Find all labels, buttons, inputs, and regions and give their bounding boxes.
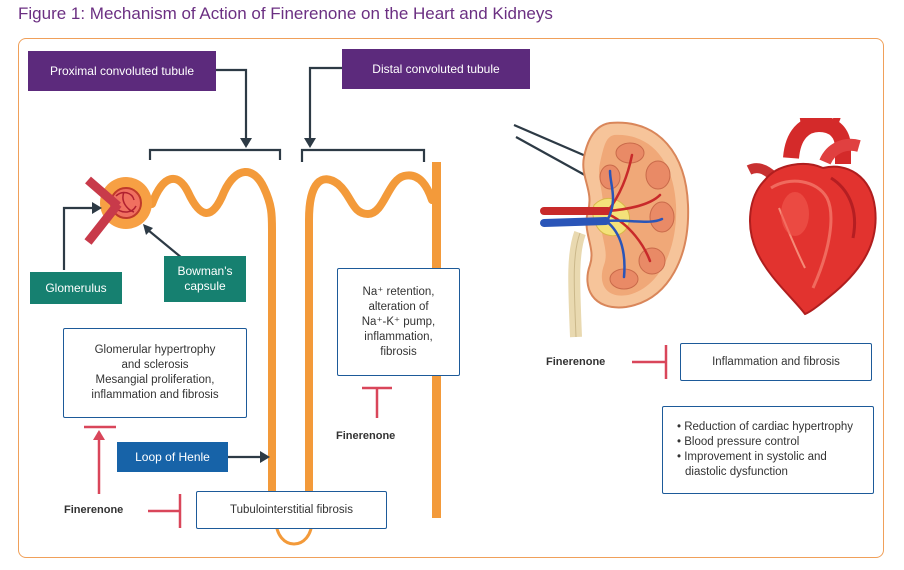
distal-tubule-label: Distal convoluted tubule <box>342 49 530 89</box>
bowman-capsule-label-line2: capsule <box>184 279 226 293</box>
cardiac-benefit-item: diastolic dysfunction <box>685 466 788 478</box>
cardiac-benefit-item: • Blood pressure control <box>677 436 800 448</box>
ascending-limb <box>305 171 436 524</box>
glomerulus-label: Glomerulus <box>30 272 122 304</box>
glomerular-effect-line: and sclerosis <box>121 359 189 371</box>
cardiac-benefit-item: • Reduction of cardiac hypertrophy <box>677 421 853 433</box>
distal-effect-line: fibrosis <box>380 345 417 358</box>
arterioles <box>84 176 122 245</box>
distal-effect-line: Na⁺-K⁺ pump, <box>361 315 436 328</box>
heart-illustration <box>746 118 877 316</box>
distal-effect-line: Na⁺ retention, <box>362 285 435 298</box>
bowman-capsule-label-line1: Bowman's <box>177 264 233 278</box>
finerenone-label-left: Finerenone <box>64 504 124 516</box>
inhibitor-middle <box>362 386 392 418</box>
proximal-tubule-label: Proximal convoluted tubule <box>28 51 216 91</box>
figure-frame <box>18 38 884 558</box>
figure-title: Figure 1: Mechanism of Action of Fineren… <box>18 4 553 23</box>
distal-effect-line: alteration of <box>368 300 429 313</box>
loop-of-henle-label: Loop of Henle <box>117 442 228 472</box>
inhibitor-left-horizontal <box>148 494 182 528</box>
heart-inflammation-box: Inflammation and fibrosis <box>680 343 872 381</box>
kidney-illustration <box>513 121 690 338</box>
glomerular-effect-line: Mesangial proliferation, <box>95 374 215 386</box>
finerenone-label-middle: Finerenone <box>336 430 396 442</box>
cardiac-benefit-item: • Improvement in systolic and <box>677 451 827 463</box>
bowman-connector <box>143 224 183 259</box>
tubulointerstitial-box: Tubulointerstitial fibrosis <box>196 491 387 529</box>
glomerular-effects-box: Glomerular hypertrophy and sclerosis Mes… <box>63 328 247 418</box>
glomerular-effect-line: inflammation and fibrosis <box>91 389 219 401</box>
glomerular-effect-line: Glomerular hypertrophy <box>94 344 216 356</box>
bowman-capsule-label: Bowman's capsule <box>164 256 246 302</box>
distal-effects-box: Na⁺ retention, alteration of Na⁺-K⁺ pump… <box>337 268 460 376</box>
proximal-tubule <box>148 168 276 524</box>
proximal-connector <box>148 68 282 160</box>
inhibitor-right <box>632 345 668 379</box>
loop-connector <box>228 451 270 463</box>
finerenone-label-right: Finerenone <box>546 356 606 368</box>
inhibitor-left-vertical <box>84 425 116 494</box>
cardiac-benefits-box: • Reduction of cardiac hypertrophy • Blo… <box>662 406 874 494</box>
distal-effect-line: inflammation, <box>364 330 433 343</box>
distal-connector <box>300 66 426 162</box>
glomerulus-connector <box>62 202 102 270</box>
